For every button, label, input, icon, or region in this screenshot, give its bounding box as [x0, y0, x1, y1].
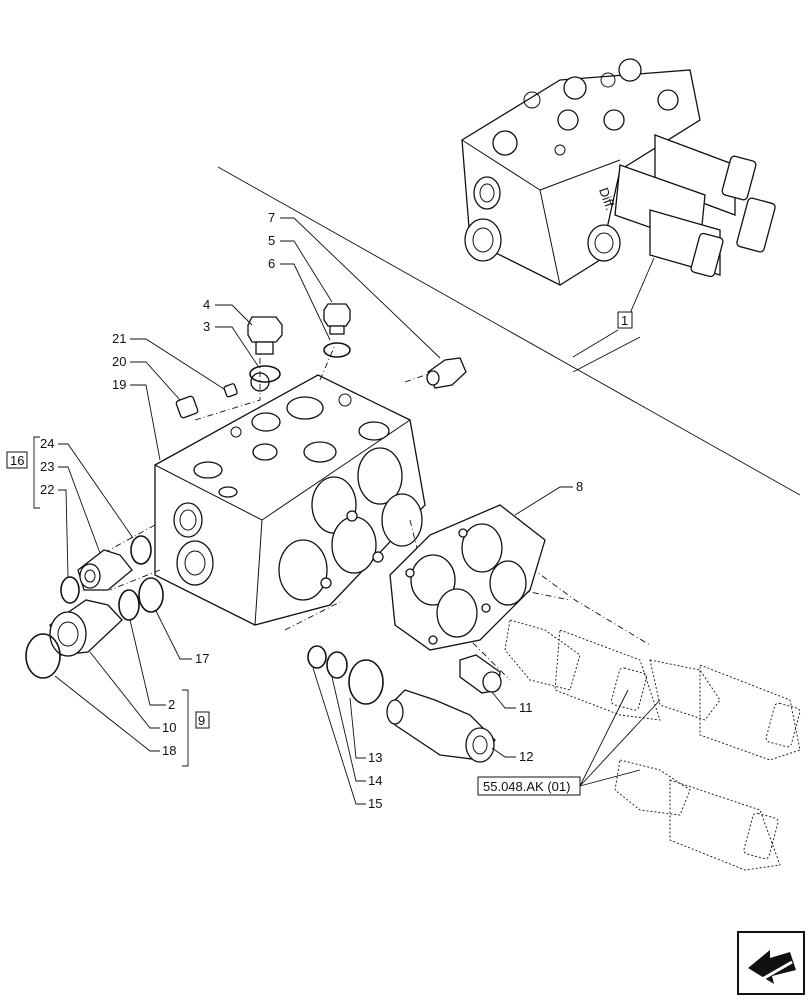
callout-18: 18	[162, 743, 176, 758]
pin-21	[223, 383, 238, 398]
o-ring-18	[25, 633, 61, 679]
callout-20: 20	[112, 354, 126, 369]
washer-6	[323, 342, 351, 358]
fitting-10	[49, 599, 123, 657]
o-ring-14	[326, 651, 348, 679]
next-page-arrow-icon[interactable]	[737, 931, 805, 995]
callout-box-16	[6, 451, 28, 469]
callout-24: 24	[40, 436, 54, 451]
callout-2: 2	[168, 697, 175, 712]
callout-14: 14	[368, 773, 382, 788]
o-ring-24	[130, 535, 152, 565]
callout-box-1	[617, 311, 633, 329]
pin-20	[175, 395, 199, 419]
fitting-7	[426, 357, 467, 389]
callout-23: 23	[40, 459, 54, 474]
fitting-23	[77, 549, 133, 591]
callout-7: 7	[268, 210, 275, 225]
screw-11	[459, 654, 502, 694]
callout-19: 19	[112, 377, 126, 392]
plug-5	[323, 303, 351, 335]
overview-valve-assembly: Diff.	[217, 58, 801, 496]
o-ring-22	[60, 576, 80, 604]
cartridge-12	[386, 689, 496, 763]
callout-21: 21	[112, 331, 126, 346]
washer-3	[249, 365, 281, 383]
callout-17: 17	[195, 651, 209, 666]
plug-4	[247, 316, 283, 355]
callout-12: 12	[519, 749, 533, 764]
callout-13: 13	[368, 750, 382, 765]
o-ring-2	[118, 589, 140, 621]
callout-15: 15	[368, 796, 382, 811]
callout-22: 22	[40, 482, 54, 497]
callout-5: 5	[268, 233, 275, 248]
callout-6: 6	[268, 256, 275, 271]
callout-box-9	[195, 711, 210, 729]
callout-9: 9	[198, 713, 205, 728]
callout-3: 3	[203, 319, 210, 334]
callout-8: 8	[576, 479, 583, 494]
o-ring-17	[138, 577, 164, 613]
solenoid-valve-outline	[504, 619, 801, 871]
o-ring-15	[307, 645, 327, 669]
callout-16: 16	[10, 453, 24, 468]
callout-4: 4	[203, 297, 210, 312]
valve-block-19	[154, 372, 426, 626]
reference-label[interactable]: 55.048.AK (01)	[483, 779, 570, 794]
assembly-marking: Diff.	[596, 186, 618, 213]
callout-10: 10	[162, 720, 176, 735]
callout-11: 11	[519, 700, 533, 715]
callout-1: 1	[621, 313, 628, 328]
gasket-8	[389, 504, 546, 651]
o-ring-13	[348, 659, 384, 705]
